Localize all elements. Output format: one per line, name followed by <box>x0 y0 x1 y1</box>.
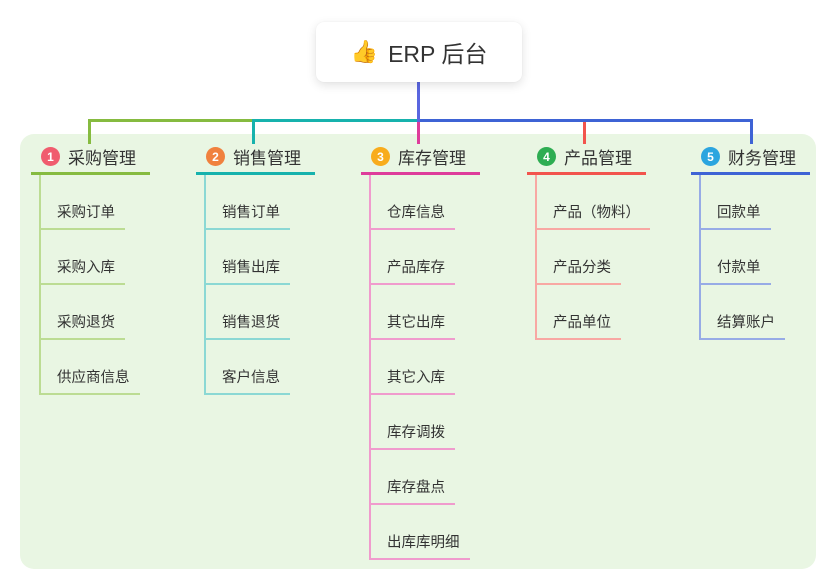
connector-branch4-drop <box>583 119 586 144</box>
child-node-label: 销售订单 <box>222 205 280 221</box>
child-node-label: 仓库信息 <box>387 205 445 221</box>
branch-title-label: 销售管理 <box>233 149 301 168</box>
branch-title[interactable]: 1 采购管理 <box>31 143 150 175</box>
child-node-label: 产品分类 <box>553 260 611 276</box>
thumbs-up-icon: 👍 <box>350 39 379 64</box>
branch-number-badge: 2 <box>206 147 225 166</box>
child-node-label: 销售出库 <box>222 260 280 276</box>
child-node-label: 其它入库 <box>387 370 445 386</box>
child-node[interactable]: 产品分类 <box>537 230 621 285</box>
branch-children: 销售订单销售出库销售退货客户信息 <box>204 175 315 395</box>
child-node[interactable]: 销售退货 <box>206 285 290 340</box>
child-node-label: 出库库明细 <box>387 535 460 551</box>
child-node-label: 客户信息 <box>222 370 280 386</box>
child-node[interactable]: 采购退货 <box>41 285 125 340</box>
child-node-label: 其它出库 <box>387 315 445 331</box>
child-node[interactable]: 结算账户 <box>701 285 785 340</box>
root-node[interactable]: 👍 ERP 后台 <box>316 22 522 82</box>
branch-children: 回款单付款单结算账户 <box>699 175 810 340</box>
branch-title[interactable]: 3 库存管理 <box>361 143 480 175</box>
child-node[interactable]: 销售出库 <box>206 230 290 285</box>
child-node[interactable]: 采购入库 <box>41 230 125 285</box>
branch-title[interactable]: 2 销售管理 <box>196 143 315 175</box>
branch-title[interactable]: 4 产品管理 <box>527 143 646 175</box>
branch-title-label: 财务管理 <box>728 149 796 168</box>
branch-title-label: 采购管理 <box>68 149 136 168</box>
child-node[interactable]: 库存盘点 <box>371 450 455 505</box>
child-node[interactable]: 供应商信息 <box>41 340 140 395</box>
child-node[interactable]: 产品（物料） <box>537 175 650 230</box>
branch-number-badge: 3 <box>371 147 390 166</box>
child-node-label: 结算账户 <box>717 315 775 331</box>
branch-number-badge: 5 <box>701 147 720 166</box>
child-node[interactable]: 客户信息 <box>206 340 290 395</box>
child-node-label: 供应商信息 <box>57 370 130 386</box>
connector-branch5-drop <box>750 119 753 144</box>
branch-children: 仓库信息产品库存其它出库其它入库库存调拨库存盘点出库库明细 <box>369 175 480 560</box>
child-node[interactable]: 出库库明细 <box>371 505 470 560</box>
child-node[interactable]: 其它出库 <box>371 285 455 340</box>
child-node-label: 付款单 <box>717 260 761 276</box>
connector-branch2-horizontal <box>252 119 420 122</box>
branch-purchase: 1 采购管理 采购订单采购入库采购退货供应商信息 <box>31 143 150 395</box>
child-node[interactable]: 付款单 <box>701 230 771 285</box>
connector-branch5-horizontal <box>419 119 753 122</box>
child-node-label: 库存调拨 <box>387 425 445 441</box>
connector-root-vertical <box>417 82 420 122</box>
branch-finance: 5 财务管理 回款单付款单结算账户 <box>691 143 810 340</box>
connector-branch2-drop <box>252 119 255 144</box>
child-node[interactable]: 回款单 <box>701 175 771 230</box>
child-node-label: 采购入库 <box>57 260 115 276</box>
child-node-label: 库存盘点 <box>387 480 445 496</box>
branch-title[interactable]: 5 财务管理 <box>691 143 810 175</box>
branch-children: 产品（物料） 产品分类产品单位 <box>535 175 650 340</box>
child-node[interactable]: 销售订单 <box>206 175 290 230</box>
child-node[interactable]: 库存调拨 <box>371 395 455 450</box>
child-node-label: 产品单位 <box>553 315 611 331</box>
branch-title-label: 产品管理 <box>564 149 632 168</box>
branch-number-badge: 1 <box>41 147 60 166</box>
child-node-label: 销售退货 <box>222 315 280 331</box>
branch-title-label: 库存管理 <box>398 149 466 168</box>
branch-product: 4 产品管理 产品（物料） 产品分类产品单位 <box>527 143 650 340</box>
branch-number-badge: 4 <box>537 147 556 166</box>
connector-branch3-drop <box>417 122 420 144</box>
child-node-label: 产品（物料） <box>553 205 640 221</box>
child-node[interactable]: 产品单位 <box>537 285 621 340</box>
child-node-label: 回款单 <box>717 205 761 221</box>
branch-inventory: 3 库存管理 仓库信息产品库存其它出库其它入库库存调拨库存盘点出库库明细 <box>361 143 480 560</box>
branch-children: 采购订单采购入库采购退货供应商信息 <box>39 175 150 395</box>
child-node-label: 产品库存 <box>387 260 445 276</box>
branches-background-panel <box>20 134 816 569</box>
root-node-label: ERP 后台 <box>388 41 488 67</box>
child-node[interactable]: 仓库信息 <box>371 175 455 230</box>
child-node-label: 采购订单 <box>57 205 115 221</box>
child-node[interactable]: 产品库存 <box>371 230 455 285</box>
connector-branch1-drop <box>88 119 91 144</box>
branch-sales: 2 销售管理 销售订单销售出库销售退货客户信息 <box>196 143 315 395</box>
child-node-label: 采购退货 <box>57 315 115 331</box>
child-node[interactable]: 其它入库 <box>371 340 455 395</box>
child-node[interactable]: 采购订单 <box>41 175 125 230</box>
